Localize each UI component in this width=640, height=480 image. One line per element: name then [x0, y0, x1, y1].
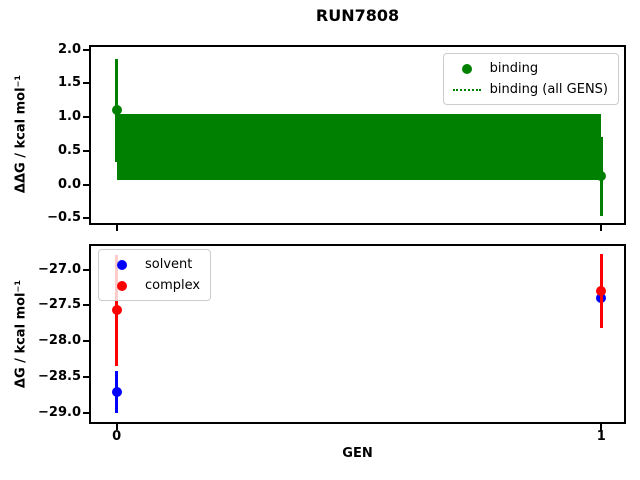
y-tick [83, 48, 89, 51]
dot-glyph [117, 259, 127, 270]
legend-entry-binding-all-gens-: binding (all GENS) [452, 79, 608, 100]
y-tick-label: 1.0 [57, 109, 81, 125]
legend-label: binding (all GENS) [489, 82, 608, 97]
data-point-complex [596, 286, 607, 297]
legend-label: complex [145, 278, 201, 293]
top-plot-area: 2.0 1.5 1.0 0.5 0.0 −0.5 binding binding (all G… [47, 42, 626, 231]
legend-dot-icon [452, 63, 482, 74]
legend: solvent complex [98, 249, 212, 301]
y-tick [83, 304, 89, 307]
legend: binding binding (all GENS) [442, 53, 619, 105]
x-tick [600, 225, 603, 231]
legend-dot-icon [107, 280, 137, 291]
y-tick [83, 268, 89, 271]
x-tick-label: 0 [112, 429, 122, 444]
confidence-band [116, 113, 602, 180]
y-tick [83, 217, 89, 220]
data-point-solvent [111, 386, 122, 397]
legend-dot-icon [107, 259, 137, 270]
data-point-binding [111, 105, 122, 116]
data-point-complex [111, 305, 122, 316]
y-tick [83, 183, 89, 186]
y-tick-label: −28.5 [38, 368, 81, 384]
y-tick [83, 116, 89, 119]
dot-glyph [117, 280, 127, 291]
top-y-axis-label: ΔΔG / kcal mol⁻¹ [13, 74, 29, 194]
dotted-line-glyph [452, 88, 481, 91]
y-tick [83, 149, 89, 152]
legend-entry-solvent: solvent [107, 254, 200, 275]
y-tick-label: 0.5 [57, 142, 81, 158]
chart-title: RUN7808 [315, 6, 400, 25]
bottom-plot-area: −27.0 −27.5 −28.0 −28.5 −29.0 0 1 solvent comple… [38, 244, 626, 444]
y-tick-label: 0.0 [57, 176, 81, 192]
y-tick-label: 2.0 [57, 41, 81, 57]
y-tick-label: −29.0 [38, 404, 81, 420]
y-tick [83, 82, 89, 85]
y-tick [83, 411, 89, 414]
y-tick-label: 1.5 [57, 75, 81, 91]
legend-label: solvent [145, 257, 193, 272]
dot-glyph [461, 63, 472, 74]
legend-entry-binding: binding [452, 58, 608, 79]
x-tick [115, 424, 118, 430]
bottom-y-axis-label: ΔG / kcal mol⁻¹ [13, 279, 29, 389]
legend-entry-complex: complex [107, 275, 200, 296]
x-tick [600, 424, 603, 430]
x-tick-label: 1 [596, 429, 606, 444]
y-tick-label: −0.5 [47, 210, 81, 226]
y-tick-label: −27.5 [38, 297, 81, 313]
data-point-binding [596, 171, 607, 182]
legend-label: binding [489, 61, 539, 76]
y-tick [83, 375, 89, 378]
y-tick [83, 340, 89, 343]
legend-dotted-line-icon [452, 88, 482, 91]
y-tick-label: −27.0 [38, 261, 81, 277]
x-tick [115, 225, 118, 231]
x-axis-label: GEN [342, 446, 373, 461]
y-tick-label: −28.0 [38, 333, 81, 349]
